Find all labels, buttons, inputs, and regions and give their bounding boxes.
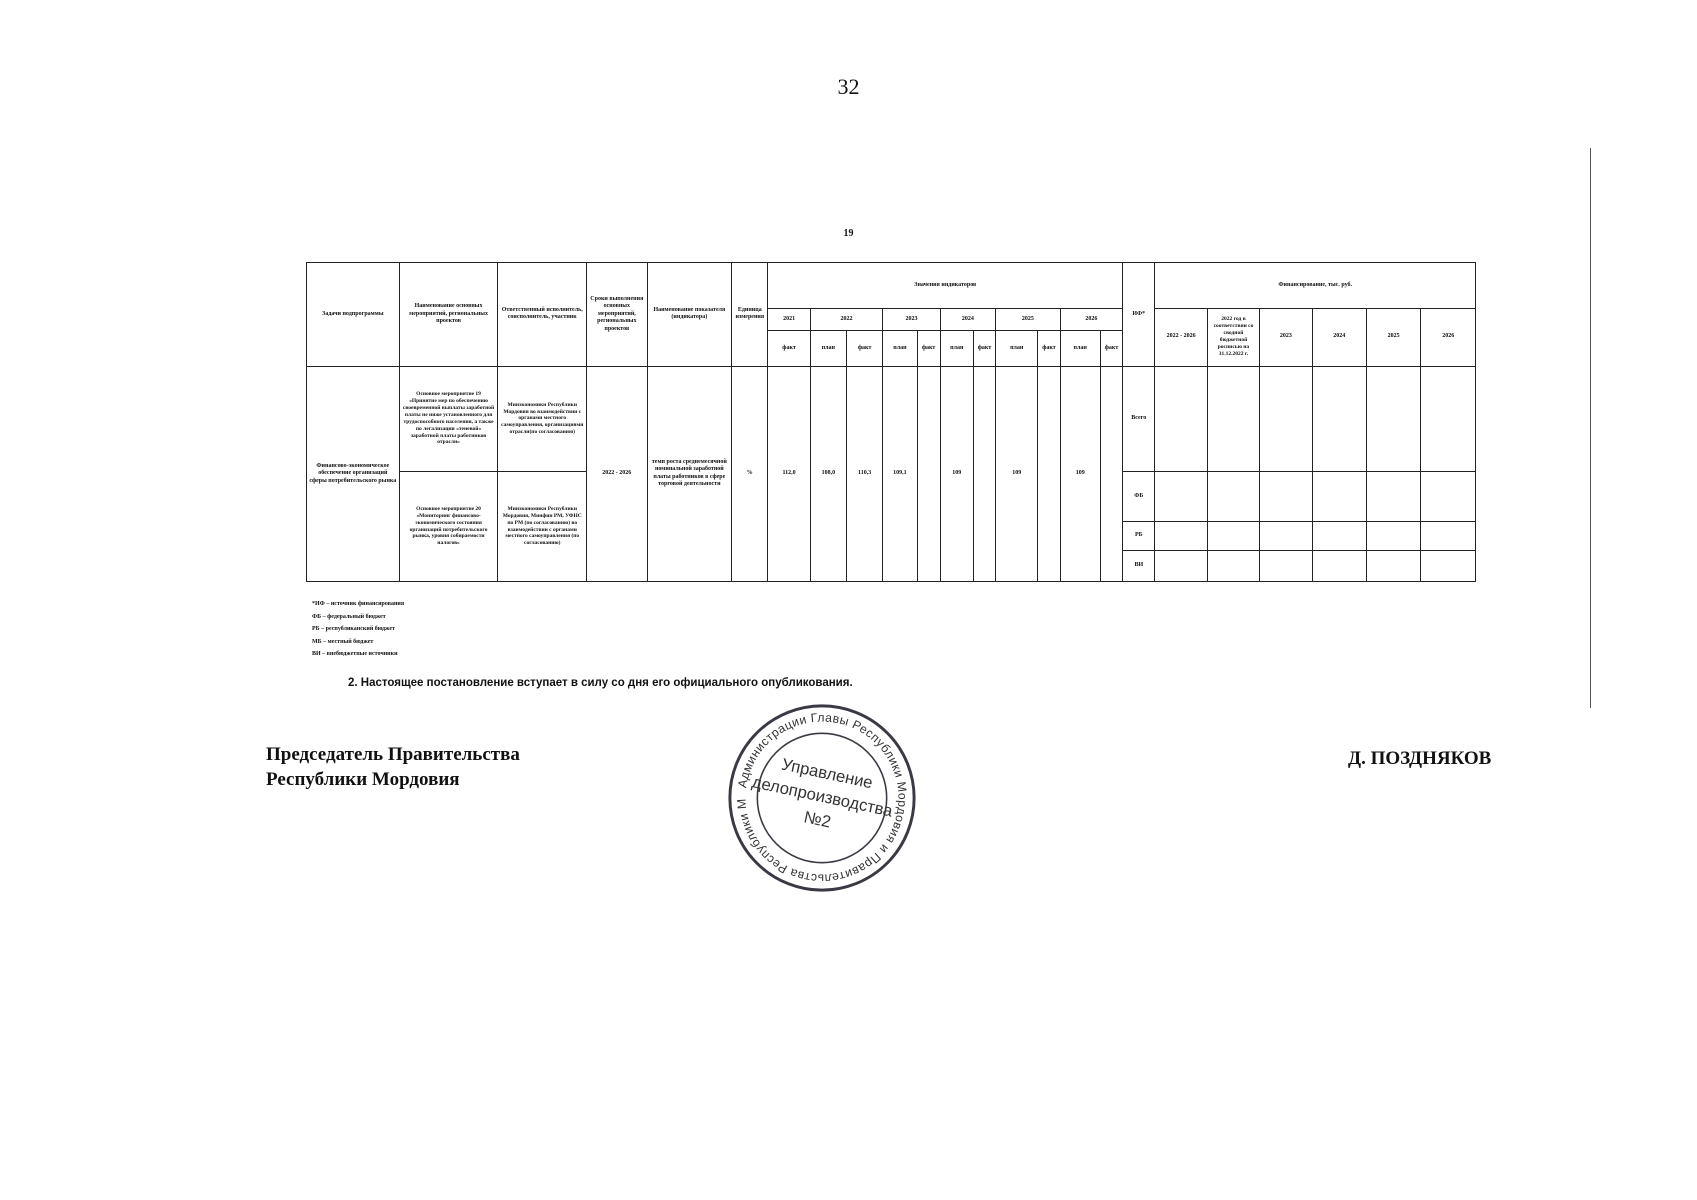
value-2025-plan: 109 <box>995 365 1039 583</box>
decree-clause: 2. Настоящее постановление вступает в си… <box>348 677 853 689</box>
fin-cell <box>1420 471 1476 522</box>
sub-fact: факт <box>767 330 811 367</box>
fin-year-2023: 2023 <box>1259 307 1313 367</box>
year-2024: 2024 <box>939 307 997 332</box>
fin-cell <box>1311 520 1367 551</box>
fin-cell <box>1154 520 1208 551</box>
fin-cell <box>1154 471 1208 522</box>
value-2023-fact <box>916 365 941 583</box>
footnote: ВИ – внебюджетные источники <box>312 651 398 657</box>
year-2025: 2025 <box>995 307 1061 332</box>
year-2023: 2023 <box>882 307 941 332</box>
value-2023-plan: 109,1 <box>882 365 918 583</box>
fin-cell <box>1365 520 1422 551</box>
fin-cell <box>1311 365 1367 473</box>
fin-year-2025: 2025 <box>1365 307 1422 367</box>
fin-cell <box>1420 520 1476 551</box>
sub-fact: факт <box>972 330 997 367</box>
fin-cell <box>1365 365 1422 473</box>
fin-cell <box>1420 549 1476 583</box>
footnote: МБ – местный бюджет <box>312 638 374 645</box>
official-stamp: Администрации Главы Республики Мордовия … <box>724 700 916 892</box>
header-source: ИФ* <box>1122 262 1156 367</box>
year-2026: 2026 <box>1059 307 1124 332</box>
fin-cell <box>1420 365 1476 473</box>
value-2024-fact <box>972 365 997 583</box>
sub-plan: план <box>995 330 1039 367</box>
sub-plan: план <box>939 330 974 367</box>
signer-title-line: Республики Мордовия <box>266 769 460 790</box>
sub-fact: факт <box>845 330 884 367</box>
signer-title: Председатель Правительства Республики Мо… <box>266 742 520 792</box>
sub-fact: факт <box>1037 330 1061 367</box>
indicators-table: Задачи подпрограммы Наименование основны… <box>306 262 1476 583</box>
sub-plan: план <box>1059 330 1101 367</box>
source-federal: ФБ <box>1122 471 1156 522</box>
row-indicator: темп роста среднемесячной номинальной за… <box>646 365 733 583</box>
header-financing: Финансирование, тыс. руб. <box>1154 262 1476 309</box>
activity-20: Основное мероприятие 20 «Мониторинг фина… <box>398 471 499 582</box>
value-2025-fact <box>1037 365 1061 583</box>
activity-19: Основное мероприятие 19 «Принятие мер по… <box>398 365 499 473</box>
footnotes: *ИФ – источник финансирования ФБ – федер… <box>312 598 404 661</box>
header-unit: Единица измерения <box>731 262 769 367</box>
value-2024-plan: 109 <box>939 365 974 583</box>
year-2022: 2022 <box>809 307 884 332</box>
fin-cell <box>1311 549 1367 583</box>
source-total: Всего <box>1122 365 1156 473</box>
year-2021: 2021 <box>767 307 811 332</box>
stamp-inner-ring <box>756 732 888 864</box>
stamp-line: №2 <box>802 807 832 831</box>
inner-page-number: 19 <box>843 228 854 239</box>
header-executor: Ответственный исполнитель, соисполнитель… <box>497 262 588 367</box>
sub-fact: факт <box>916 330 941 367</box>
fin-cell <box>1259 520 1313 551</box>
executor-20: Минэкономики Республики Мордовия, Минфин… <box>497 471 588 582</box>
header-activities: Наименование основных мероприятий, регио… <box>398 262 499 367</box>
value-2022-plan: 108,0 <box>809 365 848 583</box>
page-number: 32 <box>837 74 860 99</box>
sub-plan: план <box>882 330 918 367</box>
fin-cell <box>1154 365 1208 473</box>
value-2026-fact <box>1099 365 1124 583</box>
signer-name: Д. ПОЗДНЯКОВ <box>1348 748 1492 769</box>
value-2022-fact: 110,3 <box>845 365 884 583</box>
signer-title-line: Председатель Правительства <box>266 744 520 765</box>
fin-cell <box>1259 365 1313 473</box>
row-task: Финансово-экономическое обеспечение орга… <box>306 365 400 583</box>
footnote: РБ – республиканский бюджет <box>312 626 395 632</box>
fin-year-2022: 2022 год в соответствии со сводной бюдже… <box>1206 307 1261 367</box>
header-indicator: Наименование показателя (индикатора) <box>646 262 733 367</box>
fin-year-2026: 2026 <box>1420 307 1476 367</box>
fin-cell <box>1259 549 1313 583</box>
fin-cell <box>1311 471 1367 522</box>
row-unit: % <box>731 365 769 583</box>
row-deadlines: 2022 - 2026 <box>586 365 648 583</box>
fin-cell <box>1206 520 1261 551</box>
fin-year-total: 2022 - 2026 <box>1154 307 1208 367</box>
fin-cell <box>1206 549 1261 583</box>
sub-fact: факт <box>1099 330 1124 367</box>
fin-cell <box>1365 549 1422 583</box>
fin-cell <box>1154 549 1208 583</box>
fin-year-2024: 2024 <box>1311 307 1367 367</box>
value-2026-plan: 109 <box>1059 365 1101 583</box>
header-task: Задачи подпрограммы <box>306 262 400 367</box>
scan-edge-line <box>1590 148 1591 708</box>
footnote: *ИФ – источник финансирования <box>312 601 405 607</box>
value-2021-fact: 112,0 <box>767 365 811 583</box>
header-indicator-values: Значения индикаторов <box>767 262 1124 309</box>
stamp-outer-ring <box>728 704 916 892</box>
footnote: ФБ – федеральный бюджет <box>312 613 386 620</box>
fin-cell <box>1206 365 1261 473</box>
executor-19: Минэкономики Республики Мордовия во взаи… <box>497 365 588 473</box>
fin-cell <box>1365 471 1422 522</box>
source-extrabudget: ВИ <box>1122 549 1156 583</box>
sub-plan: план <box>809 330 848 367</box>
fin-cell <box>1259 471 1313 522</box>
header-deadlines: Сроки выполнения основных мероприятий, р… <box>586 262 648 367</box>
source-republic: РБ <box>1122 520 1156 551</box>
fin-cell <box>1206 471 1261 522</box>
